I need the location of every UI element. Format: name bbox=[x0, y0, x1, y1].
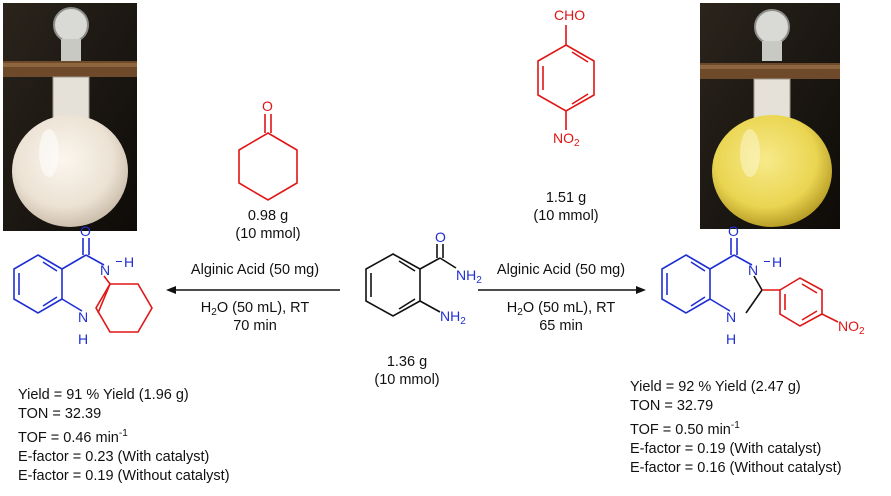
right-product-n1-hydrogen: H bbox=[726, 331, 737, 347]
right-product-n3-hydrogen: H bbox=[764, 254, 782, 270]
right-product-oxygen-label: O bbox=[728, 223, 739, 239]
center-reagent-mass: 1.36 g bbox=[386, 354, 428, 370]
left-results-block: Yield = 91 % Yield (1.96 g) TON = 32.39 … bbox=[18, 386, 230, 486]
right-product-n1-label: N bbox=[726, 309, 737, 325]
right-efactor-without: E-factor = 0.16 (Without catalyst) bbox=[630, 459, 842, 476]
right-reagent-amount: (10 mmol) bbox=[533, 208, 599, 224]
right-arrow-time: 65 min bbox=[539, 318, 583, 334]
left-ton: TON = 32.39 bbox=[18, 406, 102, 422]
left-product-n1-hydrogen: H bbox=[78, 331, 89, 347]
left-reagent-amount: (10 mmol) bbox=[235, 226, 301, 242]
right-yield: Yield = 92 % Yield (2.47 g) bbox=[630, 379, 801, 395]
center-reagent-amount: (10 mmol) bbox=[374, 372, 440, 388]
left-product-n1-label: N bbox=[78, 309, 89, 325]
left-arrow-time: 70 min bbox=[233, 318, 277, 334]
left-product-n3-hydrogen: H bbox=[116, 254, 134, 270]
left-arrow-solvent: H2O (50 mL), RT bbox=[200, 300, 310, 318]
right-arrow-catalyst: Alginic Acid (50 mg) bbox=[496, 262, 626, 278]
right-flask-photo bbox=[700, 3, 840, 229]
left-reagent-mass: 0.98 g bbox=[247, 208, 289, 224]
right-product-nitro-label: NO2 bbox=[838, 318, 865, 337]
left-efactor-without: E-factor = 0.19 (Without catalyst) bbox=[18, 467, 230, 484]
left-flask-photo bbox=[3, 3, 137, 231]
left-arrow-catalyst: Alginic Acid (50 mg) bbox=[190, 262, 320, 278]
amine-nh2-label: NH2 bbox=[440, 308, 466, 327]
right-tof: TOF = 0.50 min-1 bbox=[630, 420, 740, 438]
right-results-block: Yield = 92 % Yield (2.47 g) TON = 32.79 … bbox=[630, 378, 842, 478]
left-product-oxygen-label: O bbox=[80, 223, 91, 239]
left-yield: Yield = 91 % Yield (1.96 g) bbox=[18, 387, 189, 403]
right-product-n3-label: N bbox=[748, 262, 759, 278]
amide-oxygen-label: O bbox=[435, 229, 446, 245]
amide-nh2-label: NH2 bbox=[456, 267, 482, 286]
left-efactor-with: E-factor = 0.23 (With catalyst) bbox=[18, 448, 210, 465]
cyclohexanone-oxygen-label: O bbox=[262, 98, 273, 114]
left-tof: TOF = 0.46 min-1 bbox=[18, 428, 128, 446]
right-reagent-mass: 1.51 g bbox=[545, 190, 587, 206]
left-product-n3-label: N bbox=[100, 262, 111, 278]
right-efactor-with: E-factor = 0.19 (With catalyst) bbox=[630, 440, 822, 457]
right-ton: TON = 32.79 bbox=[630, 398, 714, 414]
nitro-group-label: NO2 bbox=[553, 130, 580, 149]
aldehyde-group-label: CHO bbox=[554, 7, 586, 23]
right-arrow-solvent: H2O (50 mL), RT bbox=[506, 300, 616, 318]
